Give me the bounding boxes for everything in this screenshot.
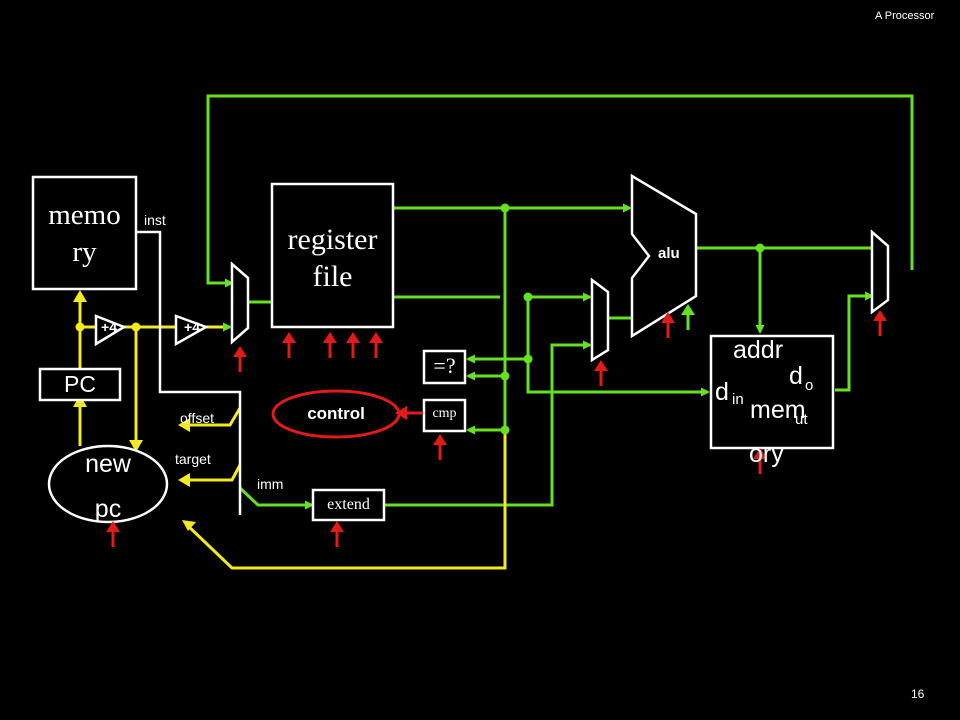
mem-din-sub: in <box>732 391 744 408</box>
eq-box <box>422 349 467 385</box>
adder2-shape <box>174 314 209 347</box>
control-label: control <box>307 404 365 423</box>
memory-label-line1: memo <box>48 199 121 231</box>
writeback-loop-wire <box>206 94 914 288</box>
imm-wire <box>238 486 314 510</box>
cmp-label: cmp <box>432 406 457 421</box>
inst-wire-label: inst <box>144 212 166 228</box>
offset-wire <box>182 407 242 427</box>
extend-label: extend <box>327 496 370 513</box>
mem-label-line1: mem <box>750 396 806 424</box>
target-wire <box>182 464 242 482</box>
extend-to-alu-mux-wire <box>384 340 592 507</box>
rf-b-down-wire <box>526 297 710 397</box>
branch-target-wire <box>184 430 507 570</box>
green-wires <box>206 94 914 510</box>
alu-shape <box>630 173 698 339</box>
mem-addr-label: addr <box>733 336 784 364</box>
register-file-label-line2: file <box>312 260 353 293</box>
mem-dout-sub1: o <box>805 377 814 394</box>
adder1-label: +4 <box>101 319 117 335</box>
extend-box <box>311 488 386 522</box>
memory-label-line2: ry <box>72 236 97 268</box>
mux1-shape <box>230 261 250 345</box>
junction-dots <box>75 203 765 435</box>
register-file-label-line1: register <box>287 223 378 256</box>
cmp-box <box>422 398 467 433</box>
new-pc-label-line2: pc <box>94 495 122 523</box>
eq-label: =? <box>433 353 456 378</box>
mem-din-label: d <box>715 378 729 406</box>
page-number: 16 <box>911 687 925 701</box>
mem-label-line2: ory <box>749 440 784 468</box>
alu-mux-shape <box>590 277 610 363</box>
new-pc-ellipse <box>47 444 169 524</box>
instruction-bus <box>137 230 242 515</box>
new-pc-label-line1: new <box>85 450 131 478</box>
register-file-box <box>270 182 395 329</box>
mem-dout-sub2: ut <box>795 411 808 428</box>
inst-wire <box>137 230 242 515</box>
data-memory-box <box>709 334 835 450</box>
mem-dout-label: d <box>789 362 803 390</box>
target-wire-label: target <box>175 451 211 467</box>
instruction-memory-box <box>31 175 138 291</box>
alu-label: alu <box>658 245 680 262</box>
pc-label: PC <box>64 371 96 397</box>
mem-out-to-wbmux-wire <box>835 291 874 392</box>
pc-box <box>38 367 122 402</box>
offset-wire-label: offset <box>180 410 214 426</box>
slide-header: A Processor <box>875 10 935 22</box>
writeback-mux-shape <box>870 229 890 315</box>
adder1-shape <box>94 314 127 347</box>
imm-wire-label: imm <box>257 476 284 492</box>
adder2-label: +4 <box>184 319 200 335</box>
